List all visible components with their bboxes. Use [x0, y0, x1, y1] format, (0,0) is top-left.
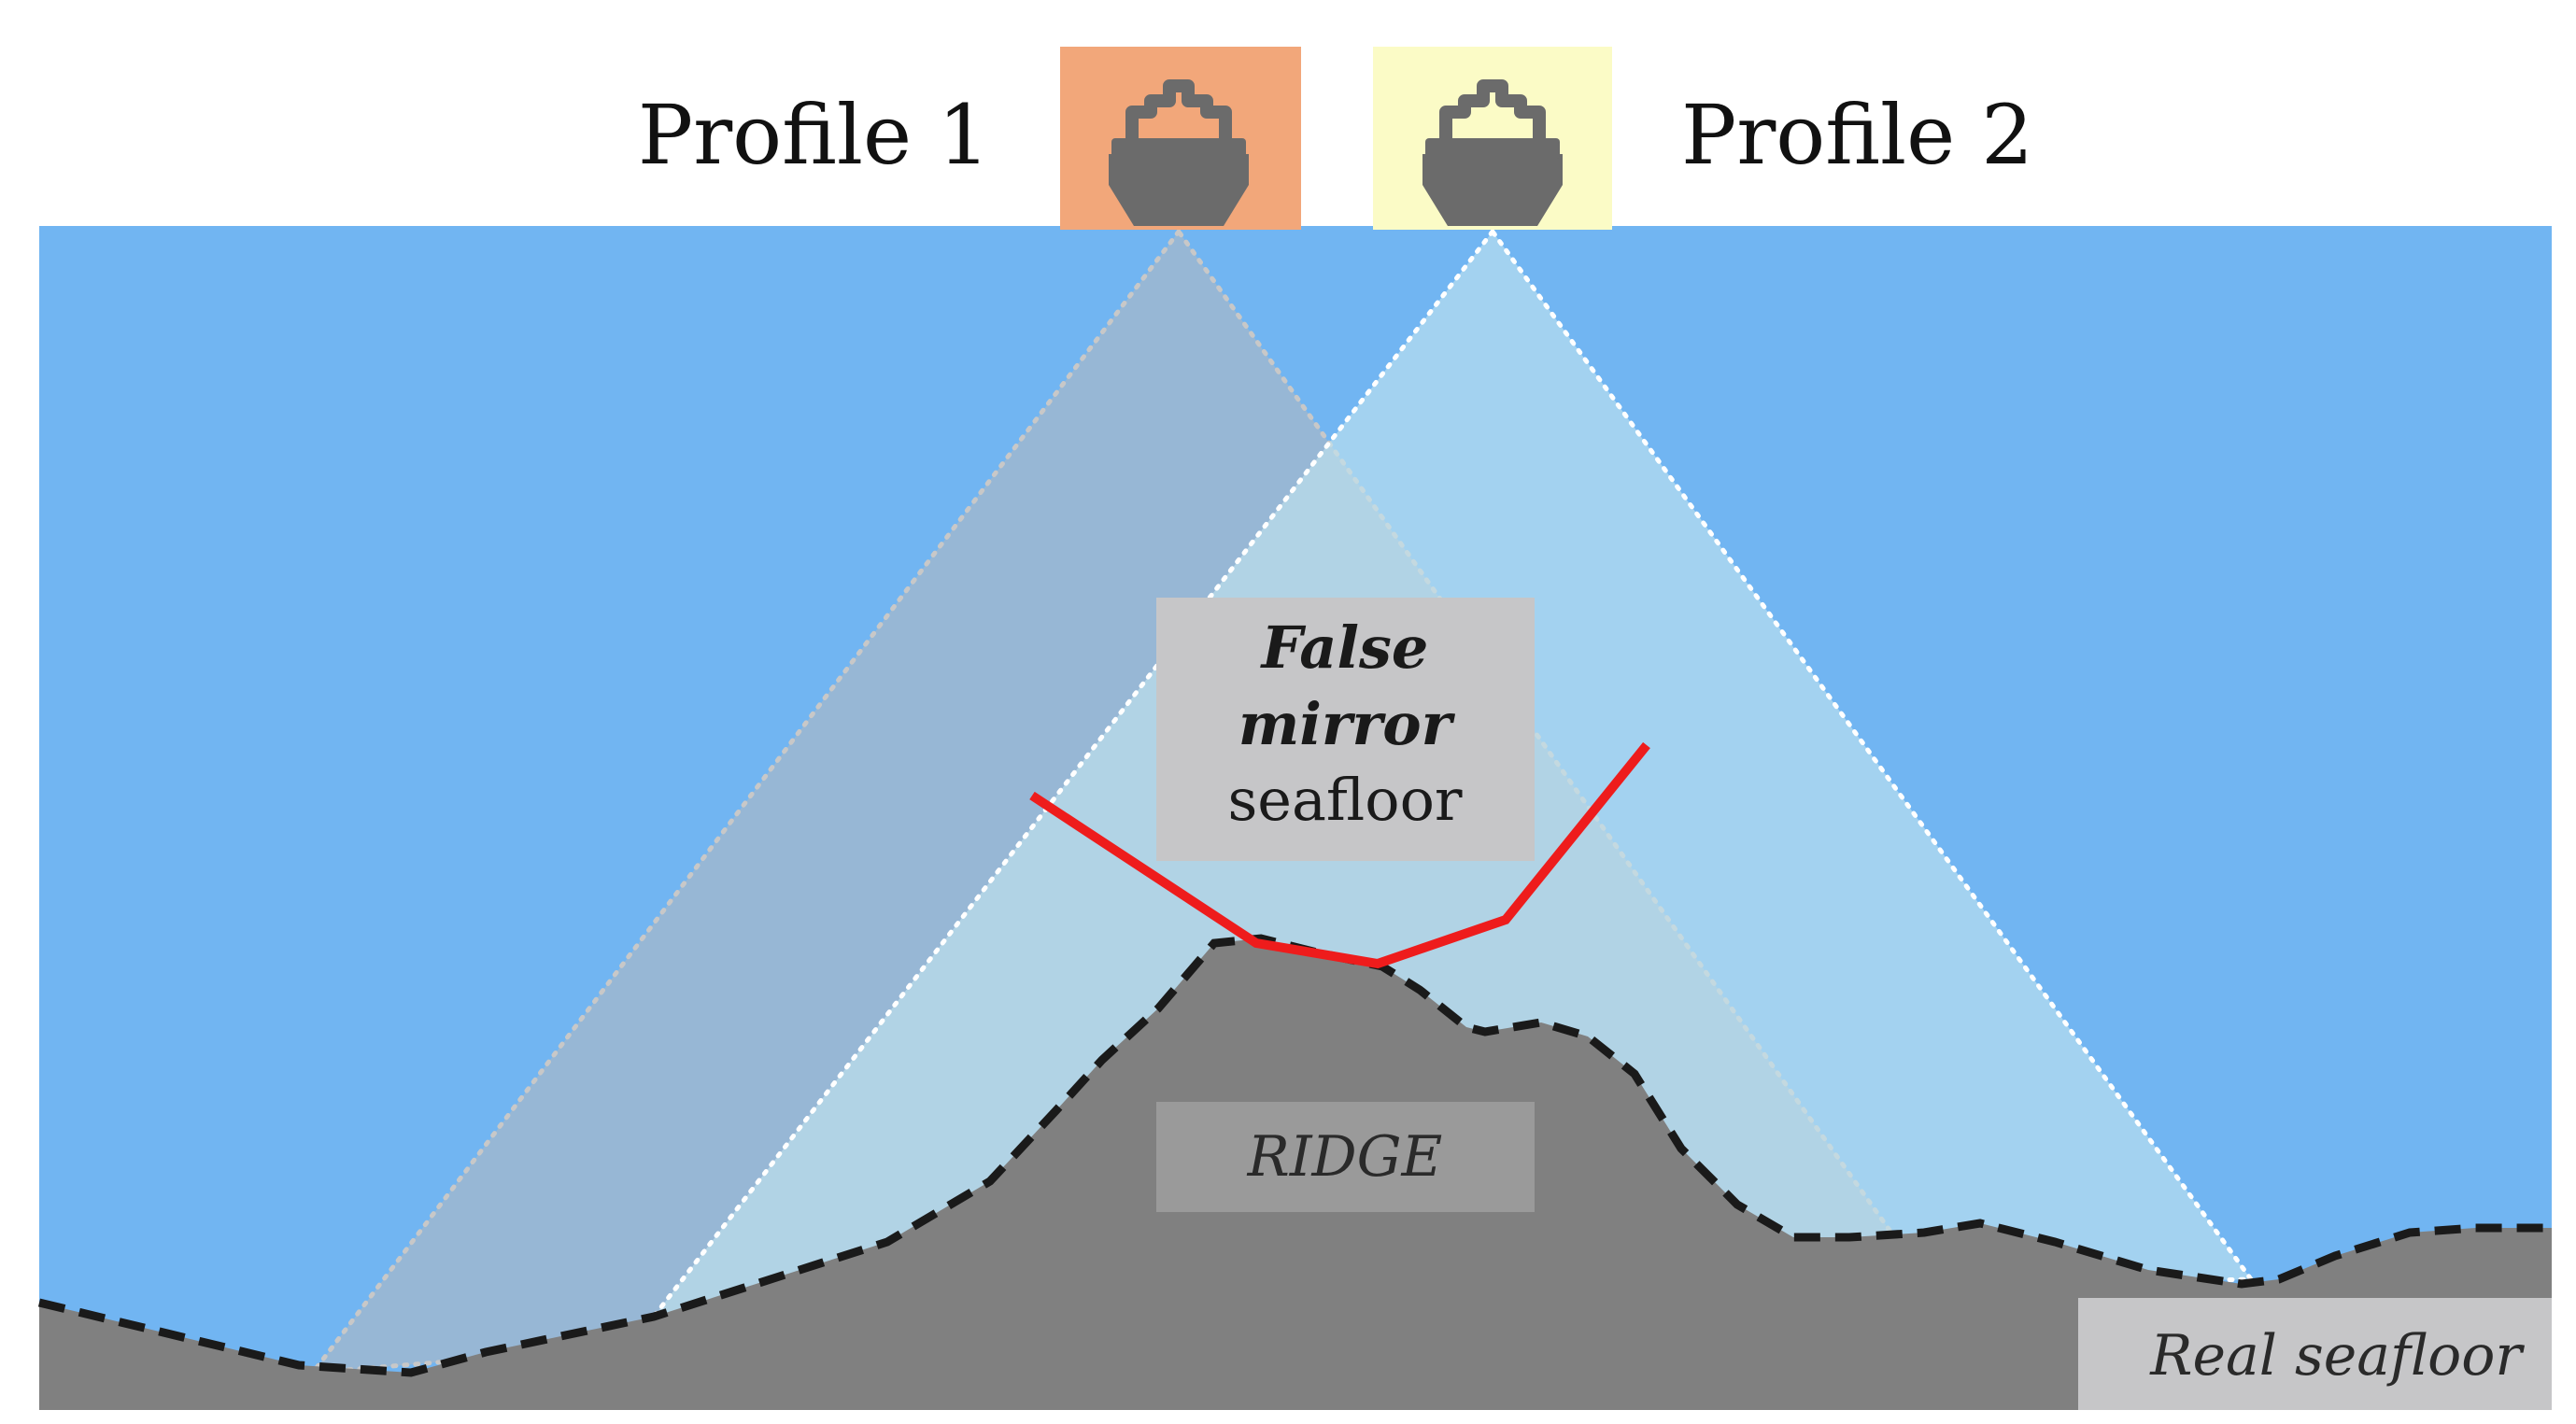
ridge-label-box [1156, 1102, 1535, 1212]
false-seafloor-label-box [1156, 598, 1535, 861]
real-seafloor-label: Real seafloor [2149, 1323, 2525, 1389]
false-seafloor-label-line2: mirror [1238, 690, 1456, 758]
false-seafloor-label-line3: seafloor [1227, 766, 1462, 834]
ridge-label: RIDGE [1247, 1124, 1443, 1190]
ship-icon [1109, 79, 1249, 226]
real-seafloor-label-box [2078, 1298, 2552, 1410]
false-seafloor-line [1029, 741, 1650, 969]
false-seafloor-label-line1: False [1260, 613, 1429, 682]
ship-icon [1422, 79, 1563, 226]
profile-2-label: Profile 2 [1681, 87, 2033, 183]
profile-1-label: Profile 1 [638, 87, 990, 183]
